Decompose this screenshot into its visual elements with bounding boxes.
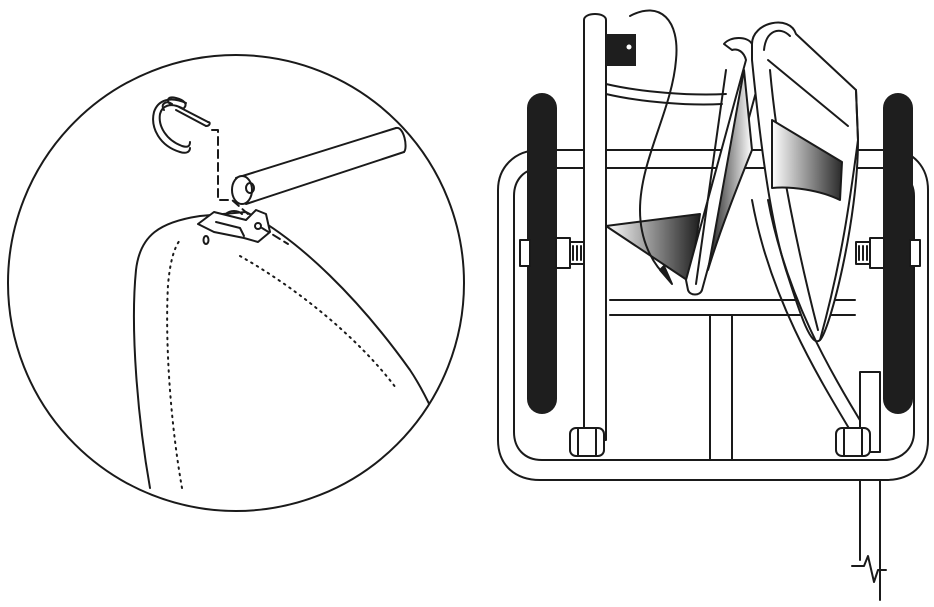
left-axle-hub bbox=[519, 237, 585, 269]
right-caster bbox=[835, 427, 871, 457]
alignment-line-vertical bbox=[211, 129, 249, 215]
folding-back-shade bbox=[707, 69, 753, 271]
folding-back bbox=[685, 37, 763, 296]
cross-tube bbox=[231, 126, 407, 205]
left-back-post bbox=[583, 13, 607, 441]
axle-tube bbox=[851, 371, 887, 601]
latch-plate bbox=[606, 34, 636, 66]
seat-back-frame bbox=[132, 211, 433, 489]
seat-back-stitching bbox=[166, 239, 183, 489]
wheelchair-folding-view bbox=[497, 9, 929, 601]
right-back-shade bbox=[771, 119, 843, 201]
mounting-bracket bbox=[197, 209, 271, 243]
alignment-line-diagonal bbox=[261, 227, 289, 245]
seat-sling-shade-left bbox=[605, 213, 701, 283]
break-symbol bbox=[851, 555, 887, 583]
rotation-arrow bbox=[629, 9, 678, 285]
left-caster bbox=[569, 427, 605, 457]
detail-view bbox=[7, 54, 465, 512]
seat-sling-top bbox=[605, 83, 727, 96]
diagonal-brace bbox=[751, 199, 857, 441]
seat-back-stitching-right bbox=[239, 255, 397, 389]
right-axle-hub bbox=[855, 237, 921, 269]
left-wheel bbox=[527, 93, 557, 414]
diagonal-brace-inner bbox=[767, 199, 867, 431]
detail-circle bbox=[7, 54, 465, 512]
right-wheel bbox=[883, 93, 913, 414]
quick-release-pin bbox=[152, 96, 211, 154]
right-back-panel bbox=[751, 21, 859, 343]
frame-hole bbox=[202, 235, 210, 245]
seat-sling-top-inner bbox=[605, 93, 723, 106]
